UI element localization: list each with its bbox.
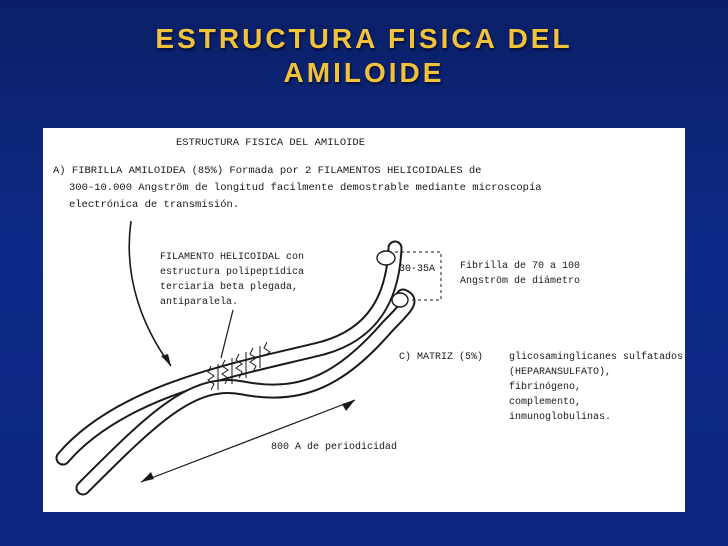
periodicity-arrowhead-left: [141, 472, 154, 482]
section-a-line1: A) FIBRILLA AMILOIDEA (85%) Formada por …: [53, 165, 481, 177]
beta-sheet-arrows: [217, 346, 261, 390]
filamento-line3: terciaria beta plegada,: [160, 281, 298, 293]
matriz-line2: (HEPARANSULFATO),: [509, 366, 611, 378]
fibrilla-line1: Fibrilla de 70 a 100: [460, 260, 580, 272]
section-a-line2: 300-10.000 Angström de longitud facilmen…: [69, 182, 542, 194]
filament-strand-back: [55, 240, 403, 466]
beta-sheet-zigzags: [207, 341, 271, 391]
lower-strand-end: [391, 292, 409, 308]
upper-strand-end: [376, 250, 396, 266]
periodicity-arrowhead-right: [342, 400, 355, 411]
filamento-pointer-line: [220, 309, 234, 359]
slide-title-line2: AMILOIDE: [283, 57, 445, 88]
matriz-line3: fibrinógeno,: [509, 381, 581, 393]
section-a-line3: electrónica de transmisión.: [69, 199, 239, 211]
matriz-line1: glicosaminglicanes sulfatados: [509, 351, 683, 363]
dimension-bracket: [395, 251, 442, 301]
periodicity-label: 800 A de periodicidad: [271, 441, 397, 453]
diagram-panel: ESTRUCTURA FISICA DEL AMILOIDE A) FIBRIL…: [43, 128, 685, 512]
periodicity-arrow: [140, 399, 356, 483]
helical-filament-diagram: ESTRUCTURA FISICA DEL AMILOIDE A) FIBRIL…: [53, 137, 683, 496]
filamento-line2: estructura polipeptídica: [160, 266, 304, 278]
dimension-label: 30-35A: [399, 264, 435, 275]
matriz-label: C) MATRIZ (5%): [399, 351, 483, 363]
pointer-arrowhead-a: [161, 354, 171, 366]
pointer-arrow-a: [128, 220, 172, 367]
slide-title-line1: ESTRUCTURA FISICA DEL: [155, 23, 573, 54]
slide-title: ESTRUCTURA FISICA DEL AMILOIDE: [0, 22, 728, 90]
filament-strand-front: [75, 288, 416, 496]
fibrilla-line2: Angström de diámetro: [460, 275, 580, 287]
filamento-line1: FILAMENTO HELICOIDAL con: [160, 252, 304, 263]
filamento-line4: antiparalela.: [160, 296, 238, 308]
matriz-line4: complemento,: [509, 396, 581, 408]
matriz-line5: inmunoglobulinas.: [509, 411, 611, 423]
figure-heading: ESTRUCTURA FISICA DEL AMILOIDE: [176, 137, 365, 149]
